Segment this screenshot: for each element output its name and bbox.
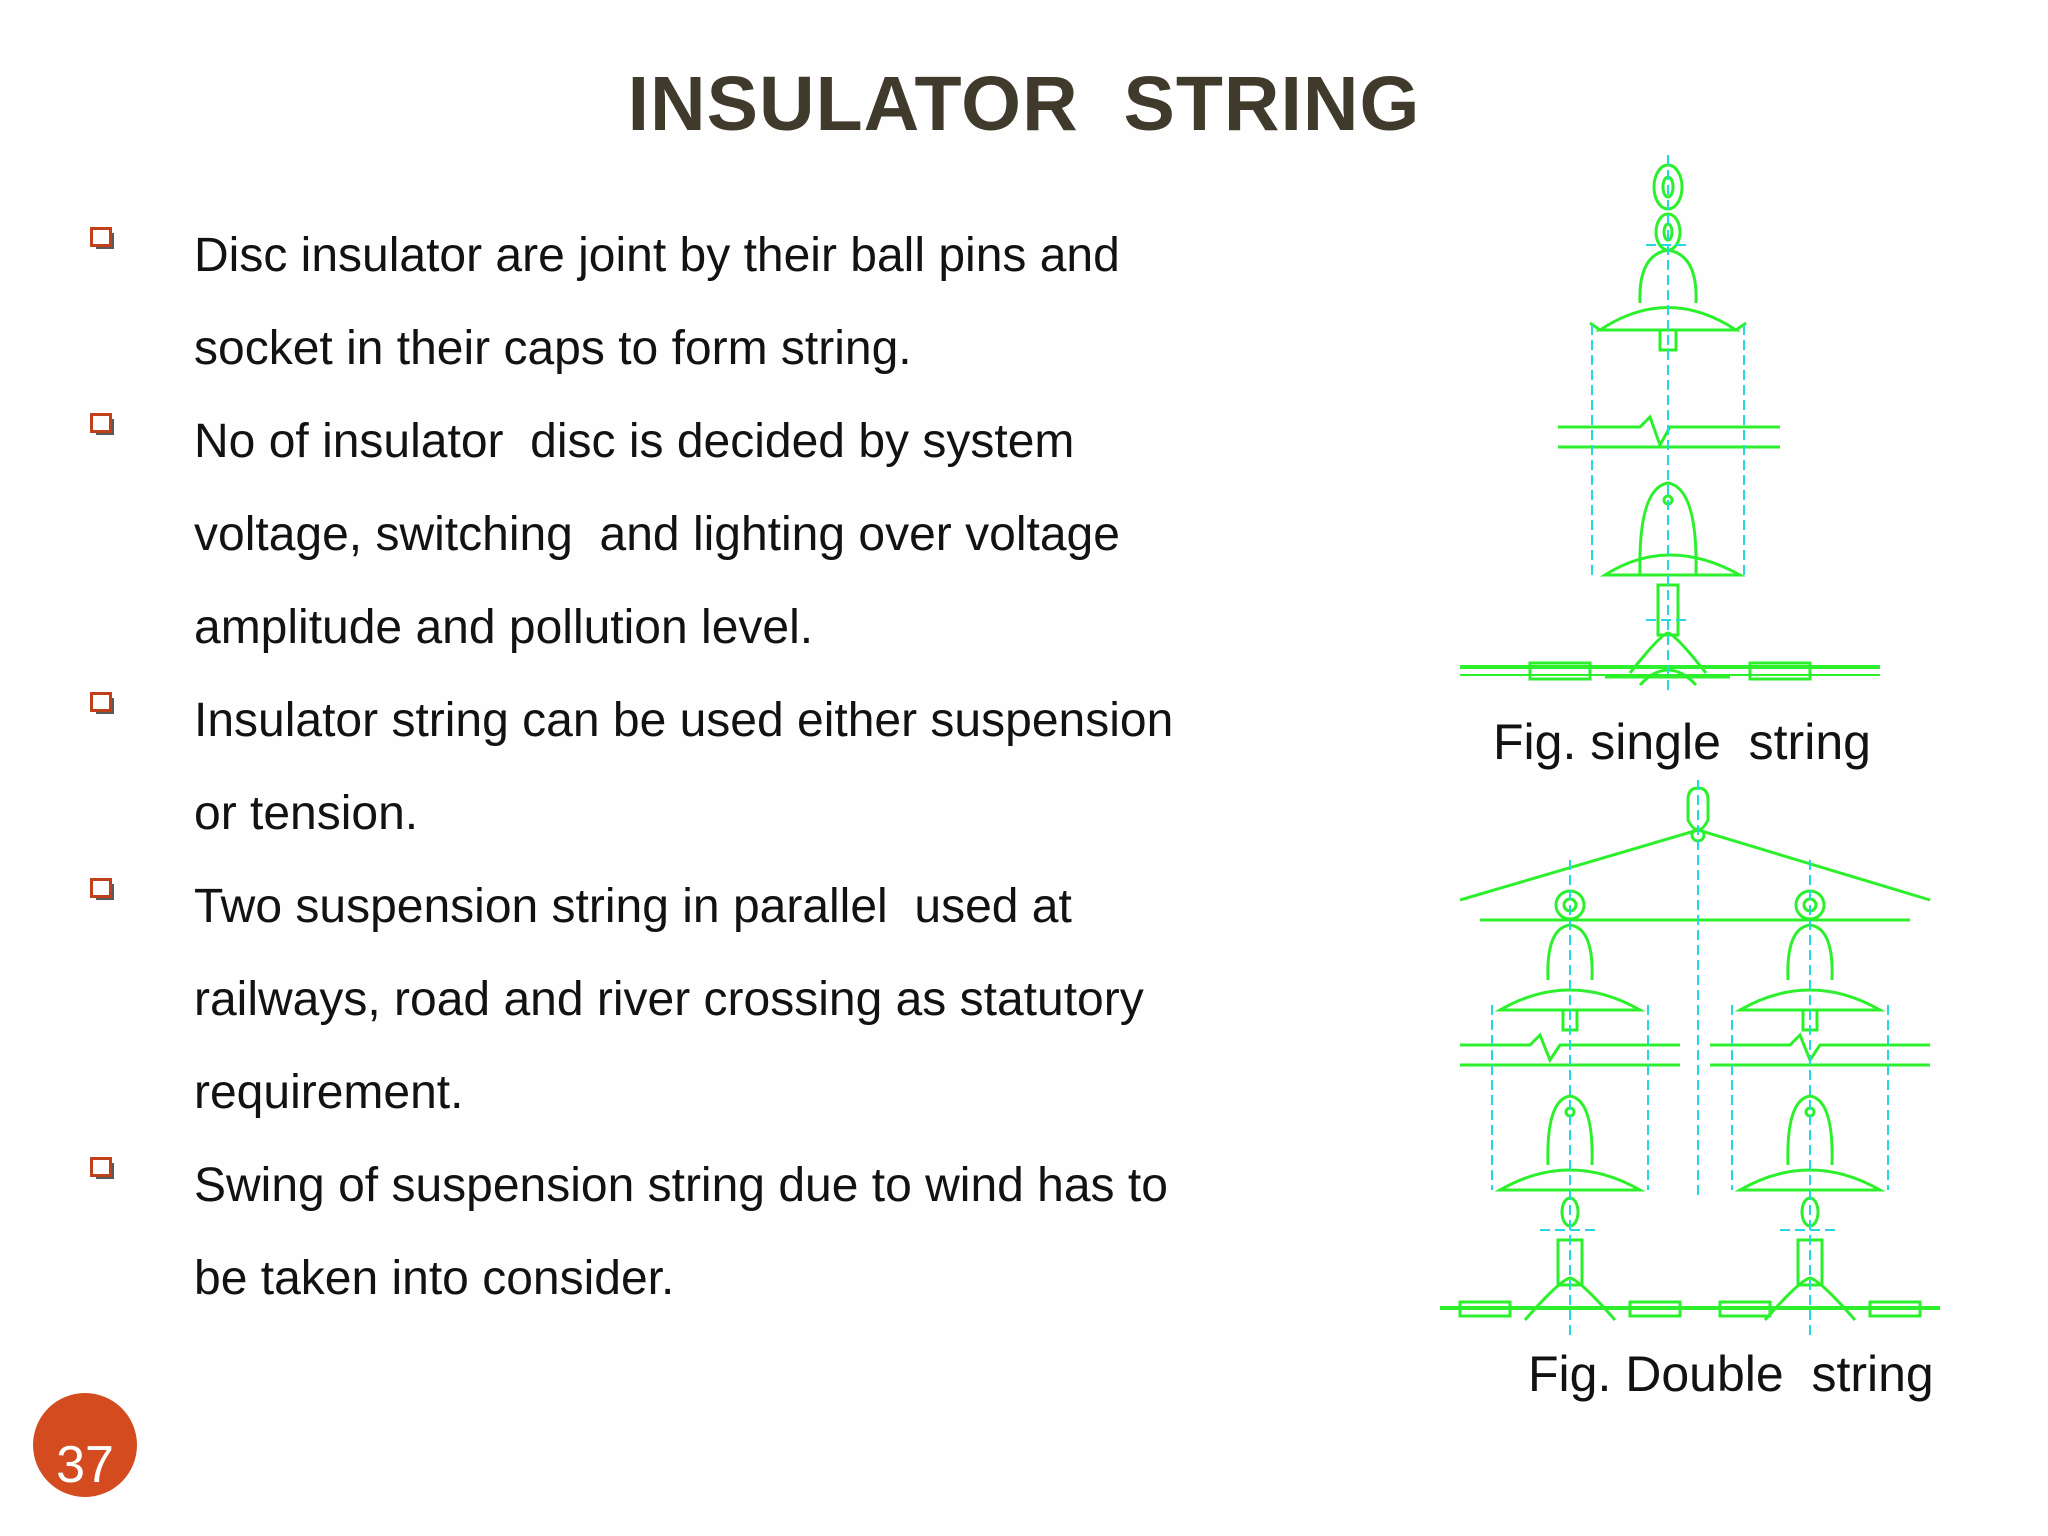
- slide-title: INSULATOR STRING: [627, 61, 1421, 147]
- double-string-diagram: [1440, 780, 1940, 1340]
- bullet-text-line: requirement.: [194, 1066, 464, 1119]
- checkbox-square-icon: [90, 413, 114, 435]
- bullet-text-line: be taken into consider.: [194, 1252, 675, 1305]
- bullet-text-line: No of insulator disc is decided by syste…: [194, 415, 1075, 468]
- bullet-text-line: socket in their caps to form string.: [194, 322, 912, 375]
- checkbox-square-icon: [90, 692, 114, 714]
- checkbox-square-icon: [90, 878, 114, 900]
- bullet-item: Swing of suspension string due to wind h…: [90, 1139, 1330, 1325]
- bullet-text-line: Two suspension string in parallel used a…: [194, 880, 1072, 933]
- page-number: 37: [56, 1436, 114, 1494]
- page-number-badge: 37: [33, 1393, 137, 1497]
- bullet-item: Insulator string can be used either susp…: [90, 674, 1330, 860]
- bullet-text-line: amplitude and pollution level.: [194, 601, 814, 654]
- figure-caption: Fig. Double string: [1528, 1346, 1934, 1402]
- single-string-diagram: [1460, 155, 1880, 695]
- checkbox-square-icon: [90, 1157, 114, 1179]
- bullet-list: Disc insulator are joint by their ball p…: [90, 226, 1330, 1342]
- bullet-item: Two suspension string in parallel used a…: [90, 860, 1330, 1139]
- bullet-text-line: Swing of suspension string due to wind h…: [194, 1159, 1168, 1212]
- bullet-text-line: Insulator string can be used either susp…: [194, 694, 1174, 747]
- bullet-text-line: or tension.: [194, 787, 419, 840]
- bullet-item: No of insulator disc is decided by syste…: [90, 395, 1330, 674]
- bullet-item: Disc insulator are joint by their ball p…: [90, 209, 1330, 395]
- bullet-text-line: Disc insulator are joint by their ball p…: [194, 229, 1120, 282]
- figure-caption: Fig. single string: [1493, 714, 1871, 770]
- bullet-text-line: voltage, switching and lighting over vol…: [194, 508, 1120, 561]
- checkbox-square-icon: [90, 227, 114, 249]
- bullet-text-line: railways, road and river crossing as sta…: [194, 973, 1144, 1026]
